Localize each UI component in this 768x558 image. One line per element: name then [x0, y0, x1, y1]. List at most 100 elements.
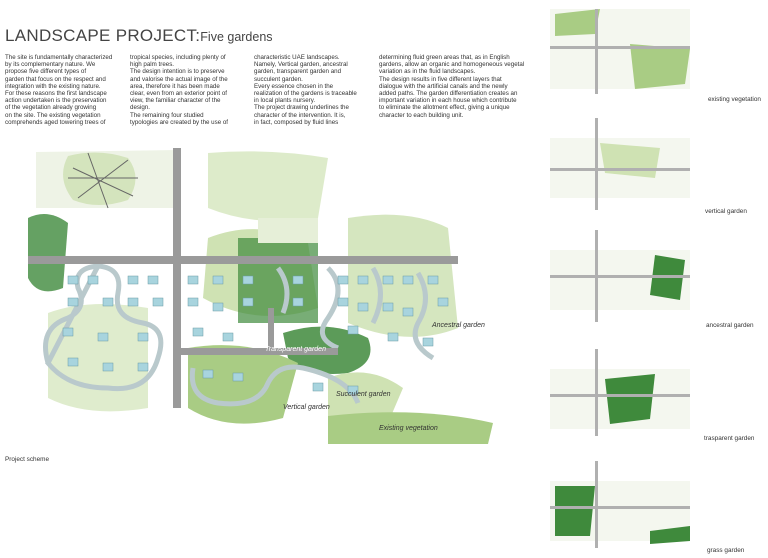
text-line: in fact, composed by fluid lines [254, 118, 339, 126]
thumb-green [605, 374, 655, 424]
house [192, 327, 204, 337]
thumb-road [595, 118, 598, 210]
label-existing-vegetation: Existing vegetation [379, 425, 438, 432]
house [382, 302, 394, 312]
text-line: succulent garden. [254, 75, 303, 83]
house [137, 362, 149, 372]
text-line: character of the intervention. It is, [254, 111, 346, 119]
text-line: integration with the existing nature. [5, 82, 101, 90]
house [387, 332, 399, 342]
text-line: The site is fundamentally characterized [5, 54, 113, 61]
green-area [258, 218, 318, 243]
house [187, 297, 199, 307]
thumb-caption: ancestral garden [706, 322, 754, 329]
house [402, 275, 414, 285]
house [357, 302, 369, 312]
house [187, 275, 199, 285]
text-line: dialogue with the artificial canals and … [379, 82, 508, 90]
dark-green-area [28, 214, 68, 292]
house [337, 275, 349, 285]
text-line: variation as in the fluid landscapes. [379, 68, 476, 76]
text-line: For these reasons the first landscape [5, 90, 107, 98]
house [292, 297, 304, 307]
text-line: Namely, Vertical garden, ancestral [254, 61, 348, 69]
text-line: design. [130, 104, 150, 112]
house [127, 297, 139, 307]
title-main: LANDSCAPE PROJECT: [5, 26, 201, 45]
thumb-green [555, 486, 690, 544]
thumb-road [550, 506, 690, 509]
text-line: area, therefore it has been made [130, 82, 220, 90]
house [67, 357, 79, 367]
page-title: LANDSCAPE PROJECT:Five gardens [5, 26, 273, 46]
text-line: action undertaken is the preservation [5, 97, 107, 105]
house [152, 297, 164, 307]
text-line: view, the familiar character of the [130, 97, 221, 105]
thumb-green [555, 9, 690, 89]
house [127, 275, 139, 285]
house [437, 297, 449, 307]
text-line: The project drawing underlines the [254, 104, 349, 112]
thumb-road [595, 461, 598, 548]
text-line: The design intention is to preserve [130, 68, 225, 76]
house [87, 275, 99, 285]
text-line: added paths. The garden differentiation … [379, 90, 518, 98]
text-line: in local plants nursery. [254, 97, 316, 105]
house [147, 275, 159, 285]
title-sub: Five gardens [200, 30, 273, 44]
thumb-caption: existing vegetation [708, 96, 761, 103]
house [312, 382, 324, 392]
label-succulent-garden: Succulent garden [336, 391, 391, 398]
thumbnail-ancestral-garden [550, 230, 690, 322]
house [232, 372, 244, 382]
green-area [208, 151, 328, 222]
canal [275, 266, 435, 361]
label-vertical-garden: Vertical garden [283, 404, 330, 411]
house [97, 332, 109, 342]
thumbnail-existing-vegetation [550, 9, 690, 94]
thumb-caption: vertical garden [705, 208, 747, 215]
text-line: character to each building unit. [379, 111, 464, 119]
text-line: characteristic UAE landscapes. [254, 54, 340, 61]
thumbnail-transparent-garden [550, 349, 690, 436]
text-line: high palm trees. [130, 61, 175, 69]
path [268, 308, 274, 348]
text-line: determining fluid green areas that, as i… [379, 54, 510, 61]
text-line: The design results in five different lay… [379, 75, 502, 83]
thumbnail-vertical-garden [550, 118, 690, 210]
thumb-road [550, 394, 690, 397]
vertical-road [173, 148, 181, 408]
text-line: propose five different types of [5, 68, 87, 76]
house [337, 297, 349, 307]
text-line: The remaining four studied [130, 111, 204, 119]
text-line: Every essence chosen in the [254, 82, 334, 90]
house [402, 307, 414, 317]
thumb-road [550, 46, 690, 49]
text-line: realization of the gardens is traceable [254, 90, 357, 98]
housing-units [62, 275, 449, 395]
thumb-road [595, 230, 598, 322]
house [62, 327, 74, 337]
house [102, 362, 114, 372]
cross-road [178, 348, 338, 355]
text-line: on the site. The existing vegetation [5, 111, 101, 119]
existing-vegetation-area [328, 412, 493, 444]
site-plan-map [28, 148, 493, 444]
text-column-4: determining fluid green areas that, as i… [379, 54, 541, 119]
house [67, 275, 79, 285]
thumbnail-grass-garden [550, 461, 690, 548]
thumb-road [550, 168, 690, 171]
thumb-caption: grass garden [707, 547, 745, 554]
house [347, 385, 359, 395]
house [422, 337, 434, 347]
house [427, 275, 439, 285]
text-line: typologies are created by the use of [130, 118, 229, 126]
text-line: gardens, allow an organic and homogeneou… [379, 61, 525, 69]
project-scheme-caption: Project scheme [5, 456, 50, 463]
text-line: comprehends aged towering trees of [5, 118, 106, 126]
house [212, 275, 224, 285]
text-line: important variation in each house which … [379, 97, 517, 105]
house [67, 297, 79, 307]
house [242, 297, 254, 307]
text-line: garden that focus on the respect and [5, 75, 106, 83]
